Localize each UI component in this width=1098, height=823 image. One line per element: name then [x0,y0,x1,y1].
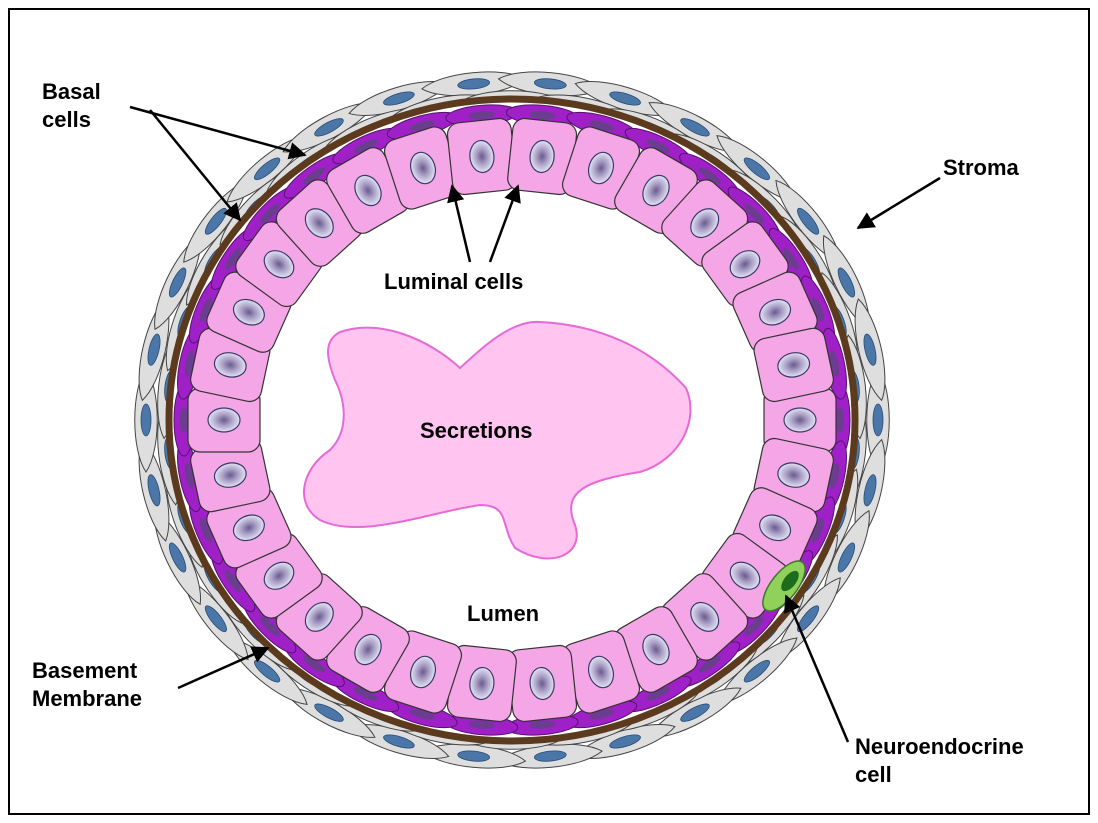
lumen-label: Lumen [467,600,539,628]
basal-label-line1: Basal [42,78,101,106]
arrow-icon [858,178,940,228]
secretions-label: Secretions [420,417,533,445]
neuroendocrine-label-line2: cell [855,761,1024,789]
arrow-icon [150,110,240,220]
basement-label-line2: Membrane [32,685,142,713]
luminal-nucleus [784,408,816,432]
neuroendocrine-label-line1: Neuroendocrine [855,733,1024,761]
basal-label-line2: cells [42,106,101,134]
basement-label-line1: Basement [32,657,142,685]
basement-membrane-label: Basement Membrane [32,657,142,713]
luminal-cell [446,117,517,195]
basal-cells-label: Basal cells [42,78,101,134]
arrow-icon [130,107,305,155]
stroma-label: Stroma [943,154,1019,182]
luminal-nucleus [208,408,240,432]
luminal-cell [507,644,578,722]
neuroendocrine-cell-label: Neuroendocrine cell [855,733,1024,789]
luminal-cells-label: Luminal cells [384,268,523,296]
